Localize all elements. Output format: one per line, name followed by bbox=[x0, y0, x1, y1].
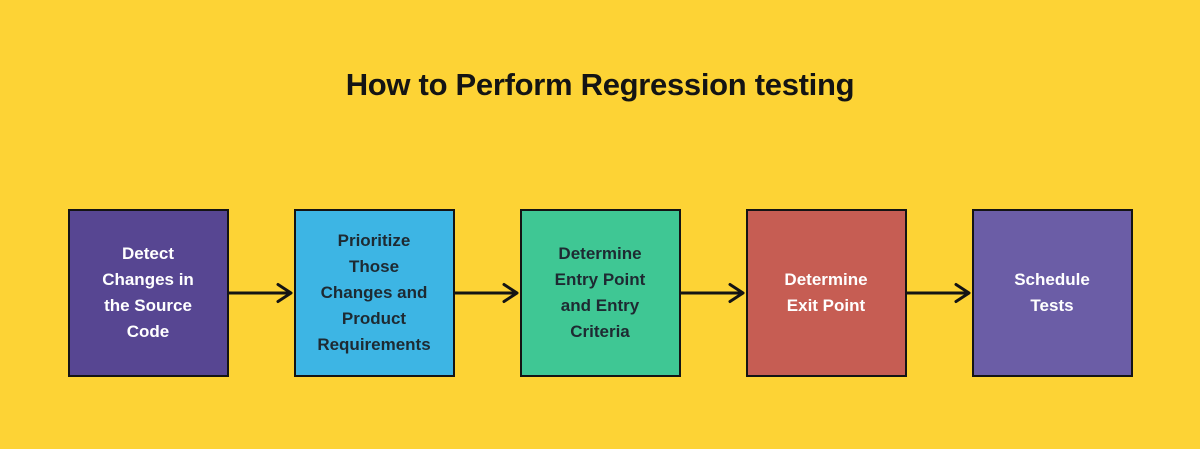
arrow-right-icon bbox=[228, 283, 292, 303]
step-box-detect-changes: Detect Changes in the Source Code bbox=[67, 209, 229, 377]
step-box-prioritize-changes: Prioritize Those Changes and Product Req… bbox=[293, 209, 455, 377]
step-box-exit-point: Determine Exit Point bbox=[745, 209, 907, 377]
arrow-right-icon bbox=[906, 283, 970, 303]
arrow-right-icon bbox=[454, 283, 518, 303]
flow-arrow-1 bbox=[228, 209, 294, 377]
step-box-entry-point: Determine Entry Point and Entry Criteria bbox=[519, 209, 681, 377]
flow-row: Detect Changes in the Source Code Priori… bbox=[0, 209, 1200, 377]
flow-arrow-2 bbox=[454, 209, 520, 377]
flow-arrow-4 bbox=[906, 209, 972, 377]
arrow-right-icon bbox=[680, 283, 744, 303]
flow-arrow-3 bbox=[680, 209, 746, 377]
step-box-schedule-tests: Schedule Tests bbox=[971, 209, 1133, 377]
page-title: How to Perform Regression testing bbox=[345, 67, 855, 102]
